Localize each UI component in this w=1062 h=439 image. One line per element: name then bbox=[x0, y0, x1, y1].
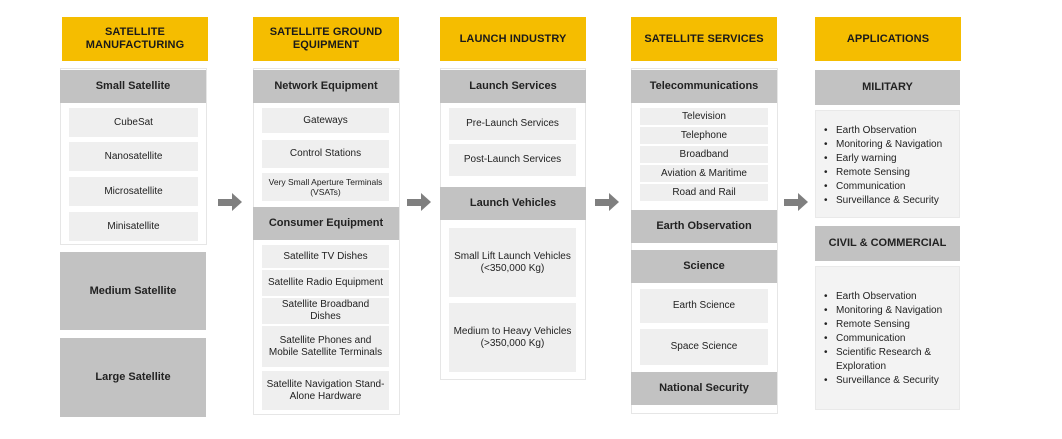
item-satellite-broadband-dishes: Satellite Broadband Dishes bbox=[262, 298, 389, 324]
item-earth-science: Earth Science bbox=[640, 289, 768, 323]
item-telephone: Telephone bbox=[640, 127, 768, 144]
sub-launch-vehicles: Launch Vehicles bbox=[440, 187, 586, 220]
sub-medium-satellite: Medium Satellite bbox=[60, 252, 206, 330]
list-item: Earth Observation bbox=[822, 124, 959, 138]
arrow-right-4 bbox=[784, 193, 808, 211]
item-post-launch-services: Post-Launch Services bbox=[449, 144, 576, 176]
sub-military: MILITARY bbox=[815, 70, 960, 105]
list-item: Monitoring & Navigation bbox=[822, 304, 959, 318]
item-gateways: Gateways bbox=[262, 108, 389, 133]
sub-network-equipment: Network Equipment bbox=[253, 70, 399, 103]
list-item: Surveillance & Security bbox=[822, 194, 959, 208]
list-item: Early warning bbox=[822, 152, 959, 166]
sub-civil-commercial: CIVIL & COMMERCIAL bbox=[815, 226, 960, 261]
list-item: Monitoring & Navigation bbox=[822, 138, 959, 152]
military-list: Earth Observation Monitoring & Navigatio… bbox=[822, 124, 959, 208]
header-launch-industry: LAUNCH INDUSTRY bbox=[440, 17, 586, 61]
list-item: Remote Sensing bbox=[822, 166, 959, 180]
item-minisatellite: Minisatellite bbox=[69, 212, 198, 241]
item-satellite-phones: Satellite Phones and Mobile Satellite Te… bbox=[262, 326, 389, 367]
sub-science: Science bbox=[631, 250, 777, 283]
sub-large-satellite: Large Satellite bbox=[60, 338, 206, 417]
item-cubesat: CubeSat bbox=[69, 108, 198, 137]
list-item: Communication bbox=[822, 180, 959, 194]
civil-list: Earth Observation Monitoring & Navigatio… bbox=[822, 290, 959, 388]
item-road-and-rail: Road and Rail bbox=[640, 184, 768, 201]
item-satellite-tv-dishes: Satellite TV Dishes bbox=[262, 245, 389, 268]
list-item: Surveillance & Security bbox=[822, 374, 959, 388]
arrow-right-1 bbox=[218, 193, 242, 211]
header-satellite-services: SATELLITE SERVICES bbox=[631, 17, 777, 61]
item-space-science: Space Science bbox=[640, 329, 768, 365]
sub-telecommunications: Telecommunications bbox=[631, 70, 777, 103]
item-vsats: Very Small Aperture Terminals (VSATs) bbox=[262, 173, 389, 201]
sub-small-satellite: Small Satellite bbox=[60, 70, 206, 103]
header-satellite-manufacturing: SATELLITE MANUFACTURING bbox=[62, 17, 208, 61]
sub-launch-services: Launch Services bbox=[440, 70, 586, 103]
header-applications: APPLICATIONS bbox=[815, 17, 961, 61]
item-pre-launch-services: Pre-Launch Services bbox=[449, 108, 576, 140]
arrow-right-3 bbox=[595, 193, 619, 211]
sub-national-security: National Security bbox=[631, 372, 777, 405]
item-medium-heavy-vehicles: Medium to Heavy Vehicles (>350,000 Kg) bbox=[449, 303, 576, 372]
item-broadband: Broadband bbox=[640, 146, 768, 163]
military-list-panel: Earth Observation Monitoring & Navigatio… bbox=[815, 110, 960, 218]
item-microsatellite: Microsatellite bbox=[69, 177, 198, 206]
item-satellite-navigation-hardware: Satellite Navigation Stand-Alone Hardwar… bbox=[262, 371, 389, 410]
arrow-right-2 bbox=[407, 193, 431, 211]
list-item: Scientific Research & Exploration bbox=[822, 346, 959, 374]
list-item: Remote Sensing bbox=[822, 318, 959, 332]
sub-consumer-equipment: Consumer Equipment bbox=[253, 207, 399, 240]
item-small-lift-launch-vehicles: Small Lift Launch Vehicles (<350,000 Kg) bbox=[449, 228, 576, 297]
civil-list-panel: Earth Observation Monitoring & Navigatio… bbox=[815, 266, 960, 410]
item-aviation-maritime: Aviation & Maritime bbox=[640, 165, 768, 182]
list-item: Earth Observation bbox=[822, 290, 959, 304]
item-satellite-radio-equipment: Satellite Radio Equipment bbox=[262, 270, 389, 296]
item-control-stations: Control Stations bbox=[262, 140, 389, 168]
list-item: Communication bbox=[822, 332, 959, 346]
header-satellite-ground-equipment: SATELLITE GROUND EQUIPMENT bbox=[253, 17, 399, 61]
item-nanosatellite: Nanosatellite bbox=[69, 142, 198, 171]
item-television: Television bbox=[640, 108, 768, 125]
sub-earth-observation: Earth Observation bbox=[631, 210, 777, 243]
